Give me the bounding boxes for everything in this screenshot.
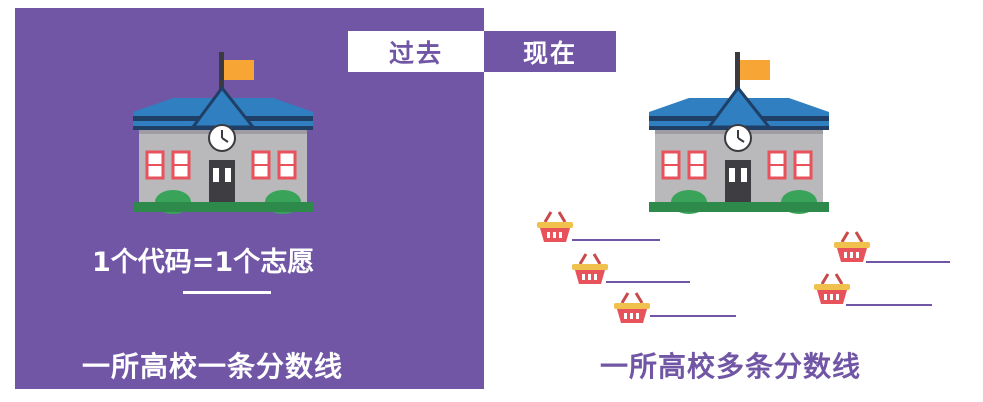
score-line <box>650 315 736 317</box>
basket-icon <box>814 273 850 304</box>
tab-past[interactable]: 过去 <box>348 31 484 72</box>
basket-icon <box>834 231 870 262</box>
equation-text: 1个代码=1个志愿 <box>92 247 315 278</box>
basket-icon <box>537 211 573 242</box>
score-line <box>846 304 932 306</box>
school-icon <box>133 52 313 214</box>
now-caption: 一所高校多条分数线 <box>600 350 862 383</box>
score-line <box>572 239 660 241</box>
basket-icon <box>614 292 650 323</box>
school-icon <box>649 52 829 214</box>
score-line <box>183 291 271 294</box>
score-line <box>606 281 690 283</box>
score-line <box>866 261 950 263</box>
tab-now[interactable]: 现在 <box>484 31 616 72</box>
past-caption: 一所高校一条分数线 <box>82 350 344 383</box>
basket-icon <box>572 253 608 284</box>
